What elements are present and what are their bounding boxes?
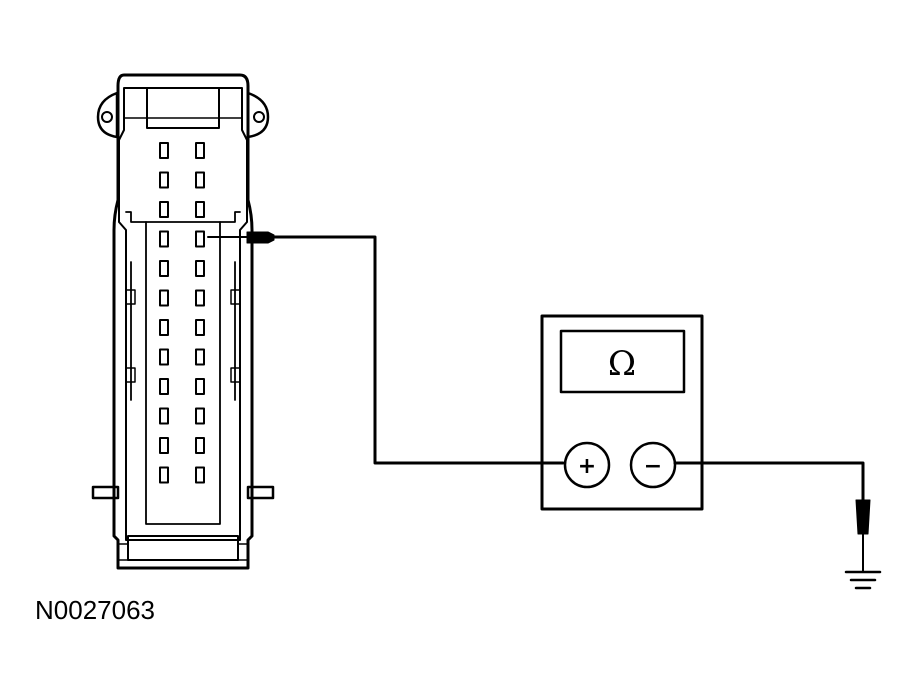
ground-probe-handle <box>855 499 871 535</box>
meter-negative-terminal <box>629 441 677 489</box>
pin-cavity <box>195 260 205 277</box>
pin-cavities <box>159 142 205 484</box>
meter-unit-symbol: Ω <box>608 344 636 384</box>
positive-test-lead <box>272 235 565 465</box>
pin-cavity <box>159 466 169 484</box>
pin-cavity <box>195 378 205 395</box>
pin-cavity <box>195 348 205 366</box>
pin-cavity <box>195 142 205 159</box>
ground-probe <box>855 499 871 572</box>
connector-inner-wall <box>118 87 248 541</box>
connector-left-tab <box>91 485 120 500</box>
pin-cavity <box>159 407 169 425</box>
connector-right-ear <box>246 91 270 139</box>
connector-bottom-notch-right <box>237 543 249 561</box>
meter-negative-label: − <box>644 454 662 479</box>
connector-side-key-left <box>125 289 136 305</box>
pin-cavity <box>159 260 169 277</box>
probe-handle <box>246 231 275 244</box>
connector-side-key-right-2 <box>230 367 241 383</box>
meter-positive-label: + <box>578 454 596 479</box>
pin-cavity <box>195 466 205 484</box>
pin-cavity <box>195 289 205 307</box>
figure-id: N0027063 <box>35 595 155 625</box>
connector-lower-body <box>145 221 221 525</box>
connector-housing <box>112 73 254 570</box>
pin-cavity <box>159 142 169 159</box>
negative-test-lead <box>673 461 865 502</box>
test-probe-positive <box>207 231 275 244</box>
pin-cavity <box>159 319 169 336</box>
connector-upper-step <box>125 211 241 223</box>
ground-symbol <box>844 570 882 590</box>
pin-cavity <box>195 407 205 425</box>
ohmmeter: Ω + − <box>540 314 704 511</box>
pin-cavity <box>195 201 205 218</box>
pin-cavity <box>159 289 169 307</box>
connector-right-ear-hole <box>253 111 265 123</box>
connector <box>91 73 275 570</box>
connector-left-ear <box>96 91 119 139</box>
connector-top-latch <box>146 87 220 129</box>
pin-cavity <box>159 230 169 248</box>
pin-cavity <box>195 319 205 336</box>
pin-cavity <box>159 348 169 366</box>
pin-cavity <box>195 171 205 189</box>
connector-side-key-left-2 <box>125 367 136 383</box>
connector-right-tab <box>246 485 275 500</box>
pin-cavity <box>159 171 169 189</box>
pin-cavity <box>159 437 169 454</box>
meter-body <box>540 314 704 511</box>
meter-display <box>559 329 686 394</box>
connector-left-ear-hole <box>101 111 113 123</box>
connector-side-key-right <box>230 289 241 305</box>
pin-cavity <box>195 437 205 454</box>
connector-bottom-notch-left <box>117 543 129 561</box>
pin-cavity <box>159 378 169 395</box>
meter-positive-terminal <box>563 441 611 489</box>
pin-cavity <box>159 201 169 218</box>
pin-cavity <box>195 230 205 248</box>
